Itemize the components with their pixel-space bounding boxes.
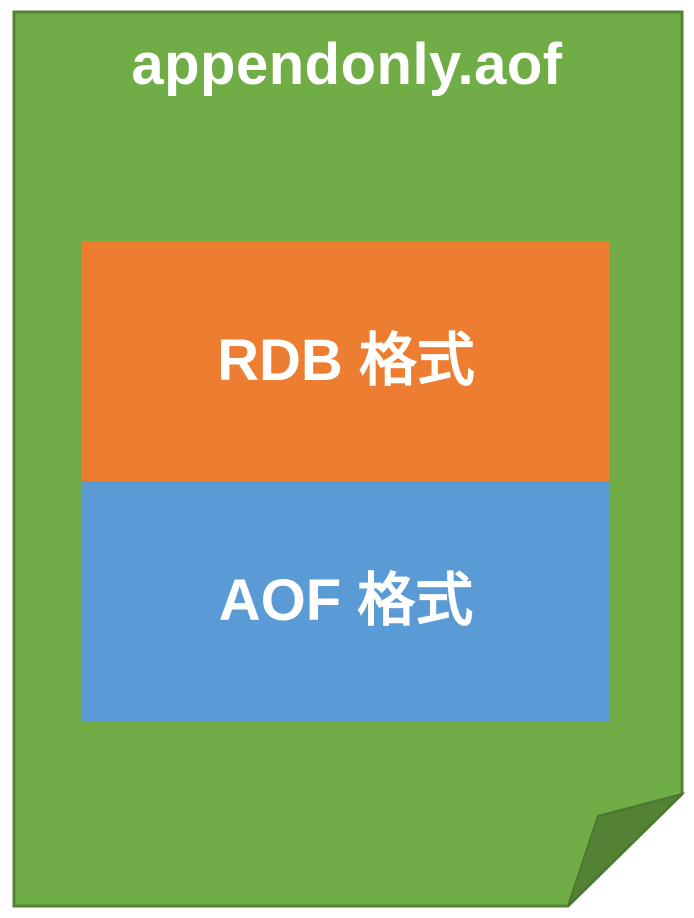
aof-format-section: AOF 格式 bbox=[82, 481, 610, 721]
rdb-format-label: RDB 格式 bbox=[217, 328, 475, 393]
aof-format-label: AOF 格式 bbox=[218, 568, 474, 633]
file-name-title: appendonly.aof bbox=[131, 32, 563, 97]
document-folded-corner bbox=[567, 792, 686, 907]
rdb-format-section: RDB 格式 bbox=[82, 241, 610, 481]
